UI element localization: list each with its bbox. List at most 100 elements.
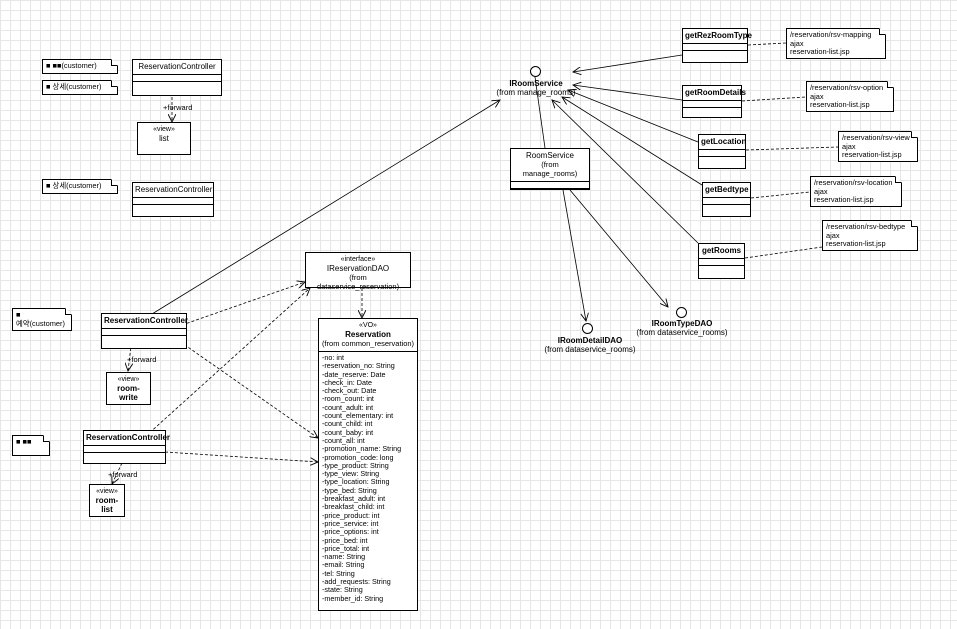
attribute-row: -count_baby: int <box>322 427 374 437</box>
note-rsv-location: /reservation/rsv-location ajax reservati… <box>810 176 902 207</box>
operation-section <box>703 205 750 211</box>
realization-link <box>534 76 546 149</box>
attribute-row: -check_in: Date <box>322 377 372 387</box>
attribute-row: -breakfast_adult: int <box>322 494 386 504</box>
operation-section <box>699 157 745 163</box>
note-anchor <box>747 42 787 46</box>
note-line: ajax <box>790 38 804 48</box>
package-label: (from dataservice_rooms) <box>544 345 636 354</box>
stereotype: «view» <box>96 488 118 495</box>
attribute-row: -count_adult: int <box>322 402 374 412</box>
attribute-list: -no: int-reservation_no: String-date_res… <box>319 352 417 605</box>
reservation-controller-detail[interactable]: ReservationController <box>132 182 214 217</box>
note-detail-customer: ■ 상세(customer) <box>42 80 118 95</box>
note-anchor <box>745 146 839 151</box>
operation-section <box>683 51 747 57</box>
note-anchor <box>741 96 807 102</box>
get-rez-room-type-class[interactable]: getRezRoomType <box>682 28 752 63</box>
attribute-row: -price_total: int <box>322 543 370 553</box>
stereotype: «VO» <box>359 322 377 329</box>
class-name: getBedtype <box>705 185 749 194</box>
attribute-section <box>133 198 213 205</box>
attribute-row: -name: String <box>322 552 366 562</box>
ireservation-dao-class[interactable]: «interface» IReservationDAO (from datase… <box>305 252 411 291</box>
note-line: ajax <box>826 230 840 240</box>
package-label: (from dataservice_reservation) <box>316 273 400 291</box>
class-name: ReservationController <box>86 433 171 442</box>
class-name: ReservationController <box>135 185 213 194</box>
note-line: /reservation/rsv-view <box>842 133 910 142</box>
class-name: Reservation <box>345 330 391 339</box>
view-name: room-list <box>95 496 119 514</box>
association-link <box>573 85 683 101</box>
reservation-vo-class[interactable]: «VO» Reservation (from common_reservatio… <box>318 318 418 611</box>
reservation-controller-room-list[interactable]: ReservationController <box>83 430 171 464</box>
package-label: (from manage_rooms) <box>522 160 578 178</box>
dependency-link <box>171 335 318 438</box>
reservation-controller-write[interactable]: ReservationController <box>101 313 189 349</box>
attribute-row: -member_id: String <box>322 593 384 603</box>
interface-name: IRoomDetailDAO <box>557 336 623 345</box>
attribute-row: -count_all: int <box>322 435 365 445</box>
class-name: IReservationDAO <box>326 264 390 273</box>
operation-section <box>133 82 221 88</box>
note-line: reservation-list.jsp <box>790 47 850 56</box>
operation-section <box>102 336 186 342</box>
note-reserve-customer: ■ 예약(customer) <box>12 308 72 331</box>
note-line: reservation-list.jsp <box>826 239 886 248</box>
reservation-controller-list[interactable]: ReservationController <box>132 59 222 96</box>
view-list[interactable]: «view» list <box>137 122 191 155</box>
dependency-link <box>164 451 318 462</box>
attribute-section <box>84 446 165 453</box>
note-rsv-mapping: /reservation/rsv-mapping ajax reservatio… <box>786 28 886 59</box>
dependency-link <box>181 282 305 326</box>
note-rsv-option: /reservation/rsv-option ajax reservation… <box>806 81 894 112</box>
interface-name: IRoomService <box>509 79 563 88</box>
attribute-row: -type_view: String <box>322 469 380 479</box>
package-label: (from manage_rooms) <box>496 88 576 97</box>
note-line: /reservation/rsv-location <box>814 178 893 187</box>
get-room-details-class[interactable]: getRoomDetails <box>682 85 746 118</box>
note-list: ■ ■■ <box>12 435 50 456</box>
note-line: reservation-list.jsp <box>814 195 874 204</box>
note-line: /reservation/rsv-mapping <box>790 30 872 39</box>
forward-label: +forward <box>108 470 138 479</box>
get-bedtype-class[interactable]: getBedtype <box>702 182 751 217</box>
association-link <box>151 100 500 315</box>
package-label: (from dataservice_rooms) <box>636 328 728 337</box>
get-location-class[interactable]: getLocation <box>698 134 746 169</box>
attribute-section <box>511 182 589 189</box>
attribute-row: -price_product: int <box>322 510 380 520</box>
attribute-row: -promotion_name: String <box>322 444 402 454</box>
class-name: getRezRoomType <box>685 31 752 40</box>
note-text: ■ 상세(customer) <box>46 181 102 190</box>
attribute-row: -tel: String <box>322 568 355 578</box>
association-link <box>573 54 683 72</box>
forward-label: +forward <box>127 355 157 364</box>
interface-lollipop-icon[interactable] <box>582 323 593 334</box>
attribute-row: -promotion_code: long <box>322 452 394 462</box>
get-rooms-class[interactable]: getRooms <box>698 243 745 279</box>
attribute-row: -price_bed: int <box>322 535 368 545</box>
note-line: ajax <box>810 91 824 101</box>
interface-lollipop-icon[interactable] <box>530 66 541 77</box>
attribute-section <box>102 329 186 336</box>
attribute-row: -price_options: int <box>322 527 379 537</box>
note-line: ajax <box>842 141 856 151</box>
class-name: ReservationController <box>104 316 189 325</box>
attribute-row: -type_product: String <box>322 460 389 470</box>
operation-section <box>133 205 213 211</box>
room-service-class[interactable]: RoomService (from manage_rooms) <box>510 148 590 190</box>
view-room-write[interactable]: «view» room-write <box>106 372 151 405</box>
interface-lollipop-icon[interactable] <box>676 307 687 318</box>
class-name: getRoomDetails <box>685 88 746 97</box>
stereotype: «view» <box>153 126 175 133</box>
forward-label: +forward <box>163 103 193 112</box>
class-name: ReservationController <box>138 62 216 71</box>
attribute-row: -type_location: String <box>322 477 390 487</box>
note-text: ■ 상세(customer) <box>46 82 102 91</box>
view-room-list[interactable]: «view» room-list <box>89 484 125 517</box>
operation-section <box>511 189 589 195</box>
note-anchor <box>750 191 811 199</box>
